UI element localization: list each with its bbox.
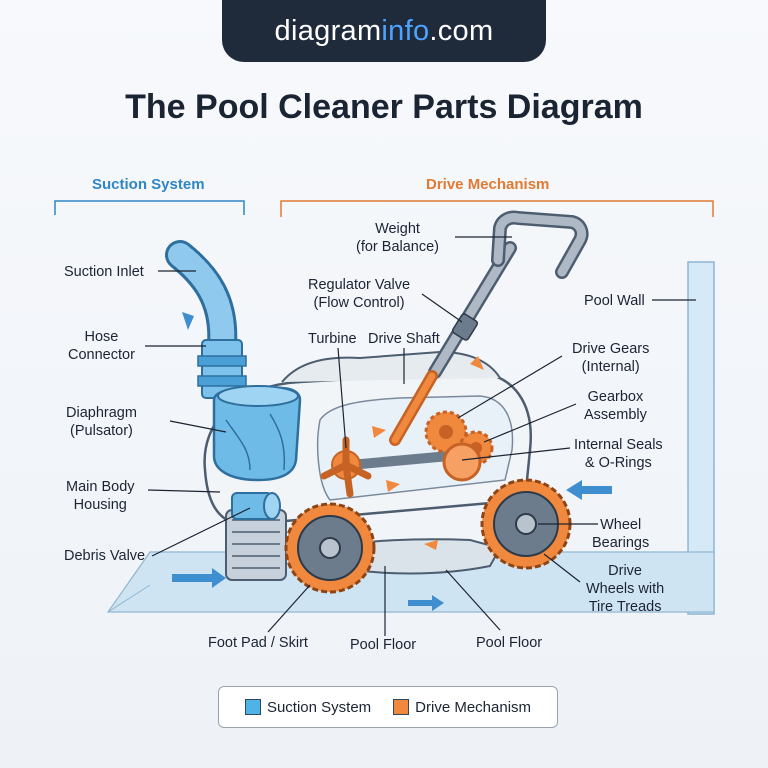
suction-hose bbox=[165, 240, 247, 399]
legend-item-drive: Drive Mechanism bbox=[393, 699, 531, 716]
label-diaphragm: Diaphragm (Pulsator) bbox=[66, 405, 137, 439]
weight-handle bbox=[428, 210, 589, 379]
turbine-shape bbox=[320, 436, 372, 498]
site-name-part1: diagram bbox=[274, 14, 382, 47]
section-title-suction: Suction System bbox=[92, 176, 205, 193]
label-pool-floor-2: Pool Floor bbox=[476, 635, 543, 651]
suction-bracket bbox=[54, 200, 245, 215]
flow-arrows bbox=[172, 248, 612, 611]
drive-bracket bbox=[280, 200, 714, 217]
front-wheel bbox=[284, 502, 376, 594]
label-suction-inlet: Suction Inlet bbox=[64, 264, 144, 280]
rear-wheel bbox=[480, 478, 572, 570]
label-turbine: Turbine bbox=[308, 331, 357, 347]
label-pool-floor-1: Pool Floor bbox=[350, 637, 417, 653]
drive-shaft-shape bbox=[345, 370, 465, 470]
label-weight: Weight (for Balance) bbox=[356, 221, 440, 255]
label-drive-shaft: Drive Shaft bbox=[368, 331, 440, 347]
site-name-part2: info bbox=[381, 14, 430, 47]
label-regulator-valve: Regulator Valve (Flow Control) bbox=[308, 277, 411, 311]
label-pool-wall: Pool Wall bbox=[584, 293, 645, 309]
legend-label-suction: Suction System bbox=[266, 698, 372, 716]
legend-swatch-suction bbox=[244, 699, 261, 715]
label-internal-seals: Internal Seals & O-Rings bbox=[574, 437, 663, 471]
label-debris-valve: Debris Valve bbox=[64, 548, 146, 564]
page-title: The Pool Cleaner Parts Diagram bbox=[125, 88, 643, 126]
label-hose-connector: Hose Connector bbox=[68, 329, 135, 363]
diaphragm-pulsator bbox=[212, 385, 302, 482]
internal-arrows bbox=[372, 356, 484, 550]
label-foot-pad-skirt: Foot Pad / Skirt bbox=[208, 635, 308, 651]
site-name-part3: .com bbox=[429, 14, 494, 47]
label-main-body-housing: Main Body Housing bbox=[66, 479, 135, 513]
label-wheel-bearings: Wheel Bearings bbox=[592, 517, 650, 551]
label-drive-gears: Drive Gears (Internal) bbox=[572, 341, 650, 375]
legend-swatch-drive bbox=[393, 699, 410, 715]
label-gearbox-assembly: Gearbox Assembly bbox=[584, 389, 647, 423]
label-drive-wheels: Drive Wheels with Tire Treads bbox=[586, 563, 665, 615]
drive-gears-shape bbox=[424, 410, 494, 482]
legend-item-suction: Suction System bbox=[244, 698, 372, 716]
leader-lines bbox=[145, 236, 696, 636]
section-title-drive: Drive Mechanism bbox=[426, 176, 550, 193]
debris-valve bbox=[231, 492, 281, 520]
legend-label-drive: Drive Mechanism bbox=[415, 698, 532, 716]
legend: Suction System Drive Mechanism bbox=[218, 686, 558, 728]
